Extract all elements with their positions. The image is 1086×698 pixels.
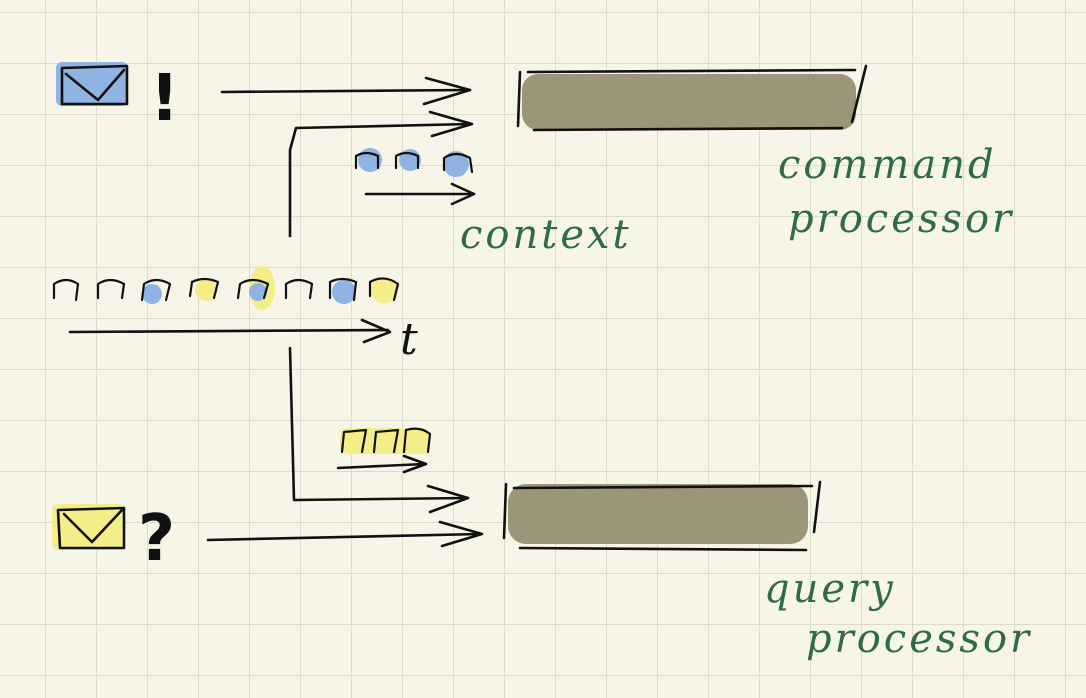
command-processor-label-line1: command	[778, 142, 997, 188]
query-processor-label-line2: processor	[806, 616, 1032, 662]
query-question-icon: ?	[138, 502, 175, 576]
query-mark: ?	[138, 502, 175, 576]
command-processor	[516, 64, 868, 132]
command-exclamation-icon: !	[150, 62, 179, 136]
command-mark: !	[150, 62, 179, 136]
command-processor-label-line2: processor	[788, 196, 1014, 242]
query-events	[336, 427, 432, 474]
query-feed-arrow	[288, 346, 470, 514]
time-axis-label: t	[400, 314, 418, 365]
context-feed-arrow	[288, 110, 474, 238]
query-arrow	[206, 520, 484, 548]
context-events	[354, 148, 476, 206]
command-message-icon	[56, 62, 129, 106]
context-label: context	[460, 212, 632, 258]
query-message-icon	[52, 504, 126, 550]
command-arrow	[220, 76, 472, 106]
query-processor	[502, 480, 822, 552]
query-processor-label-line1: query	[764, 566, 896, 612]
event-stream	[52, 266, 400, 344]
